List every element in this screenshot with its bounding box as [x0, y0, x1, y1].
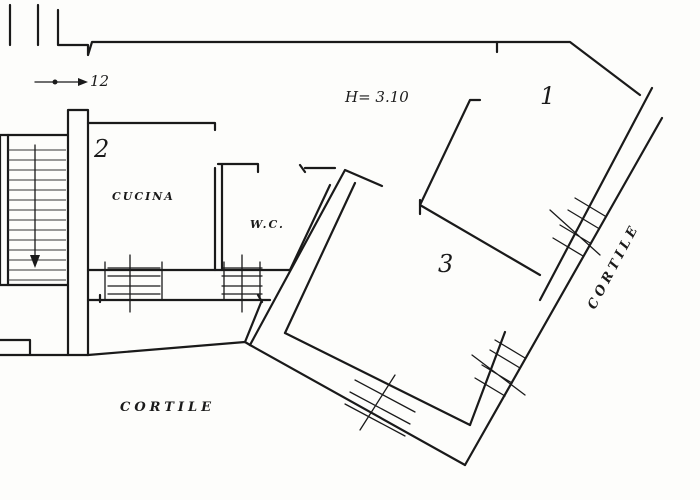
wc-right-wall	[288, 163, 337, 272]
kitchen-top-wall	[86, 121, 217, 132]
room3-bottom-wall	[248, 331, 472, 467]
stair-rail	[0, 133, 10, 287]
stair-treads	[8, 149, 66, 281]
stair-outline	[6, 108, 90, 357]
right-outer-wall	[463, 86, 664, 467]
room3-partition	[418, 98, 542, 277]
corridor-wall	[243, 298, 264, 344]
room3-right-window	[471, 339, 526, 397]
wc-left-wall	[213, 162, 260, 272]
reference-number: 12	[90, 72, 110, 90]
stair-arrow-head	[30, 255, 40, 268]
kitchen-bottom-wall	[86, 268, 292, 304]
room3-left-wall	[248, 168, 507, 427]
kitchen-label: CUCINA	[112, 190, 175, 203]
kitchen-window	[104, 254, 163, 313]
height-note: H= 3.10	[345, 88, 409, 106]
wc-window	[221, 254, 263, 313]
lower-left-wall	[0, 338, 252, 357]
room-number-1: 1	[540, 82, 556, 110]
reference-arrow-head	[78, 78, 88, 86]
reference-arrow-dot	[52, 79, 58, 85]
top-wall	[8, 3, 642, 97]
room3-bottom-window	[344, 374, 416, 437]
wc-label: W.C.	[250, 218, 285, 231]
room1-window	[549, 197, 606, 257]
room-number-2: 2	[94, 135, 110, 163]
courtyard-label-bottom: CORTILE	[120, 400, 216, 415]
room-number-3: 3	[438, 250, 454, 278]
